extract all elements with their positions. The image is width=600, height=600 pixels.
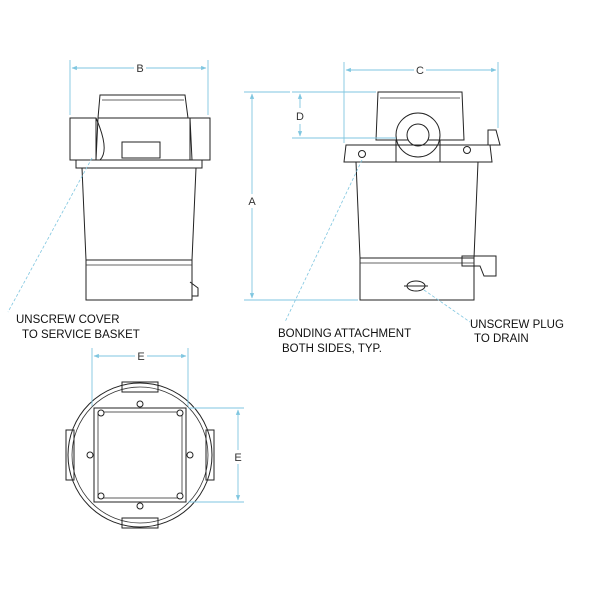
- note-unscrew-cover: UNSCREW COVER TO SERVICE BASKET: [16, 314, 140, 341]
- dimension-b: B: [69, 60, 209, 115]
- dimension-e-side-label: E: [234, 452, 241, 464]
- top-view: [65, 381, 215, 529]
- note-bonding-line1: BONDING ATTACHMENT: [278, 328, 411, 340]
- dimension-d: D: [292, 91, 396, 139]
- note-drain-line1: UNSCREW PLUG: [470, 319, 564, 331]
- dimension-c: C: [343, 62, 499, 143]
- dimension-e-top-label: E: [137, 351, 144, 363]
- front-view: [69, 94, 211, 301]
- drain-leader-line: [423, 289, 471, 323]
- dimension-e-top: E: [91, 348, 189, 406]
- bonding-leader-line: [284, 159, 363, 323]
- note-bonding-line2: BOTH SIDES, TYP.: [282, 343, 382, 355]
- note-drain: UNSCREW PLUG TO DRAIN: [470, 319, 564, 345]
- note-drain-line2: TO DRAIN: [474, 333, 529, 345]
- note-unscrew-cover-line1: UNSCREW COVER: [16, 314, 120, 326]
- note-unscrew-cover-line2: TO SERVICE BASKET: [22, 329, 140, 341]
- dimension-d-label: D: [296, 111, 304, 123]
- side-view: [343, 91, 501, 301]
- note-bonding: BONDING ATTACHMENT BOTH SIDES, TYP.: [278, 328, 411, 355]
- cover-leader-line: [7, 157, 93, 313]
- dimension-e-side: E: [188, 407, 244, 503]
- dimension-a-label: A: [248, 196, 256, 208]
- dimension-c-label: C: [416, 65, 424, 77]
- dimension-a: A: [244, 91, 358, 301]
- dimension-b-label: B: [136, 63, 143, 75]
